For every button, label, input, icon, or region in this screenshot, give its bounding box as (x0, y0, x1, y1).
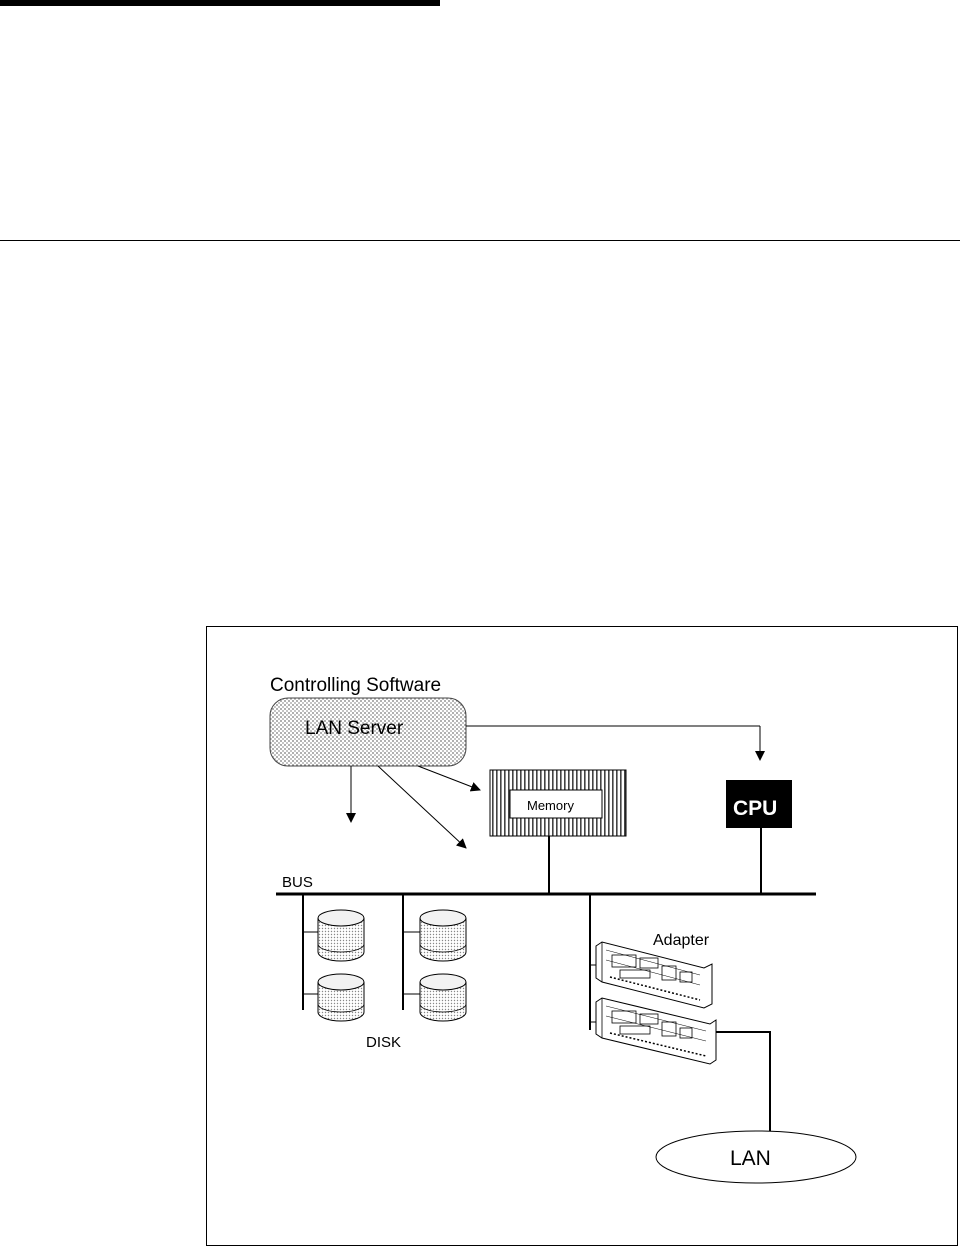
cpu-block: CPU (726, 780, 792, 828)
memory-block: Memory (489, 769, 627, 837)
lan-cloud: LAN (655, 1130, 857, 1184)
disk-drive (317, 973, 365, 1022)
disk-drive (419, 973, 467, 1022)
cpu-label: CPU (733, 797, 777, 820)
server-to-cpu-arrow (466, 725, 765, 761)
controlling-software-label: Controlling Software (270, 675, 441, 696)
memory-label: Memory (527, 798, 574, 813)
adapter-label: Adapter (653, 932, 710, 949)
lan-server-label: LAN Server (305, 718, 404, 739)
adapter-card (595, 941, 713, 1009)
top-rule (0, 0, 440, 6)
lan-label: LAN (730, 1147, 771, 1170)
server-to-memory-arrow (417, 765, 481, 792)
server-to-disk-arrow (377, 765, 467, 849)
disk-drive (317, 909, 365, 962)
adapter-to-lan-link (716, 1031, 771, 1132)
disk-connectors (303, 931, 420, 995)
adapter-card (595, 997, 717, 1065)
lan-server-box: LAN Server (269, 697, 467, 767)
disk-label: DISK (366, 1034, 401, 1051)
disk-drive (419, 909, 467, 962)
section-rule (0, 240, 960, 241)
figure-frame (206, 626, 958, 1246)
bus-label: BUS (282, 874, 313, 891)
